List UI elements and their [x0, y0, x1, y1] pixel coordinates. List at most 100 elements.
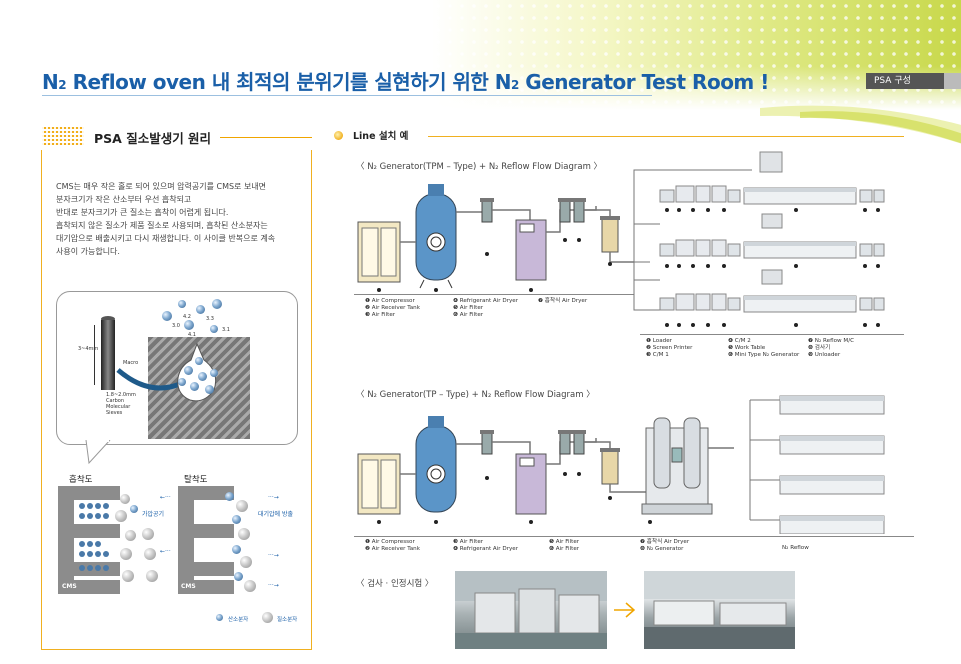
legend-item: N₂ Reflow [782, 545, 809, 551]
sieve-label-line: 1.8~2.0mm [106, 392, 136, 398]
compressed-air-label: 가압공기 [142, 511, 165, 518]
header-fade [0, 0, 961, 110]
oxygen-molecule [225, 492, 234, 501]
legend-item: ❹ Refrigerant Air Dryer [453, 546, 519, 552]
arrow-right-icon [614, 602, 636, 618]
sieve-label-line: Sieves [106, 410, 123, 416]
line-legend-col2: ❹ C/M 2 ❺ Work Table ❻ Mini Type N₂ Gene… [728, 338, 799, 359]
oxygen-molecule [234, 572, 243, 581]
photo-machines-illustration [455, 571, 607, 649]
nitrogen-molecule [122, 570, 134, 582]
dimension-label: 3.3 [206, 316, 214, 322]
desorption-label: 탈착도 [184, 475, 208, 485]
cms-pellet [101, 320, 115, 390]
psa-description: CMS는 매우 작은 홀로 되어 있으며 압력공기를 CMS로 보내면 분자크기… [56, 180, 306, 258]
legend-item: ❸ Air Filter [365, 312, 396, 318]
oxygen-molecule [178, 378, 186, 386]
description-line: 분자크기가 작은 산소부터 우선 흡착되고 [56, 195, 192, 204]
description-line: 사용이 가능합니다. [56, 247, 120, 256]
nitrogen-molecule [146, 570, 158, 582]
inspection-photo-after [644, 571, 795, 649]
molecule-n2 [212, 299, 222, 309]
oxygen-molecule [232, 515, 241, 524]
molecule-n2 [162, 311, 172, 321]
molecule-n2 [184, 320, 194, 330]
diagram2-legend-col3: ❺ Air Filter ❻ Air Filter [549, 539, 579, 553]
legend-item: ❻ Air Filter [453, 312, 484, 318]
diagram1-title: 〈 N₂ Generator(TPM – Type) + N₂ Reflow F… [356, 162, 603, 172]
line-legend-col3: ❼ N₂ Reflow M/C ❽ 검사기 ❾ Unloader [808, 338, 854, 359]
legend-item: ❷ Air Receiver Tank [365, 305, 420, 311]
legend-item: ❷ Air Receiver Tank [365, 546, 420, 552]
section-marker-stripes-overlay [42, 127, 84, 145]
flow-arrow-right-icon: ···→ [268, 552, 279, 559]
legend-item: ❼ 흡착식 Air Dryer [640, 539, 690, 545]
oxygen-molecule [198, 372, 207, 381]
nitrogen-molecule [120, 548, 132, 560]
diagram1-equipment [357, 184, 634, 292]
legend-item: ❽ N₂ Generator [640, 546, 684, 552]
diagram1-legend-col1: ❶ Air Compressor ❷ Air Receiver Tank ❸ A… [365, 298, 420, 319]
sieve-label-line: Carbon [106, 398, 125, 404]
dimension-label: 4.1 [188, 332, 196, 338]
nitrogen-molecule [120, 494, 130, 504]
legend-item: ❶ Air Compressor [365, 539, 415, 545]
nitrogen-molecule [238, 528, 250, 540]
diagram2-reflow-ovens [749, 395, 885, 534]
heading-rule [220, 137, 312, 138]
diagram2-legend-col4: ❼ 흡착식 Air Dryer ❽ N₂ Generator [640, 539, 689, 553]
sieve-label-line: Molecular [106, 404, 131, 410]
header-swoosh [760, 105, 961, 144]
atmosphere-release-label: 대기압에 방출 [258, 511, 294, 518]
oxygen-molecule [195, 357, 203, 365]
legend-oxygen-icon [216, 614, 223, 621]
psa-principle-panel [41, 150, 312, 650]
psa-principle-heading: PSA 질소발생기 원리 [94, 131, 212, 146]
badge-tab [944, 73, 961, 89]
title-underline [42, 95, 652, 96]
diagram2-legend-col5: N₂ Reflow [782, 545, 809, 552]
inspection-title: 〈 검사 · 인정시험 〉 [356, 579, 434, 589]
legend-item: ❺ Air Filter [549, 539, 580, 545]
desorption-cms-column [178, 486, 234, 594]
oxygen-molecule [190, 382, 199, 391]
line-install-heading: Line 설치 예 [353, 131, 409, 142]
sieve-label: 1.8~2.0mm Carbon Molecular Sieves [106, 392, 136, 416]
description-line: CMS는 매우 작은 홀로 되어 있으며 압력공기를 CMS로 보내면 [56, 182, 267, 191]
legend-nitrogen-icon [262, 612, 273, 623]
oxygen-molecule [205, 385, 214, 394]
legend-item: ❾ Unloader [808, 352, 841, 358]
molecule-o2 [178, 300, 186, 308]
diagram1-legend-col2: ❹ Refrigerant Air Dryer ❺ Air Filter ❻ A… [453, 298, 518, 319]
description-line: 대기압으로 배출시키고 다시 재생합니다. 이 사이클 반복으로 계속 [56, 234, 276, 243]
legend-nitrogen-label: 질소분자 [277, 617, 298, 623]
flow-arrow-right-icon: ···→ [268, 494, 279, 501]
description-line: 반대로 분자크기가 큰 질소는 흡착이 어렵게 됩니다. [56, 208, 229, 217]
adsorption-label: 흡착도 [69, 475, 93, 485]
flow-arrow-left-icon: ←··· [160, 494, 171, 501]
oxygen-molecule [210, 369, 218, 377]
legend-item: ❹ Refrigerant Air Dryer [453, 298, 519, 304]
legend-item: ❼ 흡착식 Air Dryer [538, 298, 588, 304]
dimension-label: 4.2 [183, 314, 191, 320]
nitrogen-molecule [142, 528, 154, 540]
photo-factory-illustration [644, 571, 795, 649]
oxygen-molecule [130, 505, 138, 513]
pellet-top [101, 316, 115, 322]
pellet-size-label: 3~4mm [78, 346, 99, 352]
legend-item: ❶ Air Compressor [365, 298, 415, 304]
molecule-o2 [196, 305, 205, 314]
macro-label: Macro [123, 360, 139, 366]
adsorption-cms-column [58, 486, 120, 594]
pellet-dimension-line [94, 325, 95, 385]
cms-label: CMS [181, 583, 196, 590]
molecule-o2 [210, 325, 218, 333]
inspection-photo-before [455, 571, 607, 649]
legend-item: ❻ Mini Type N₂ Generator [728, 352, 800, 358]
legend-item: ❻ Air Filter [549, 546, 580, 552]
flow-arrow-right-icon: ···→ [268, 582, 279, 589]
legend-item: ❼ N₂ Reflow M/C [808, 338, 854, 344]
bubble-tail [85, 440, 111, 465]
diagram2-title: 〈 N₂ Generator(TP – Type) + N₂ Reflow Fl… [356, 390, 595, 400]
heading-rule [428, 136, 904, 137]
